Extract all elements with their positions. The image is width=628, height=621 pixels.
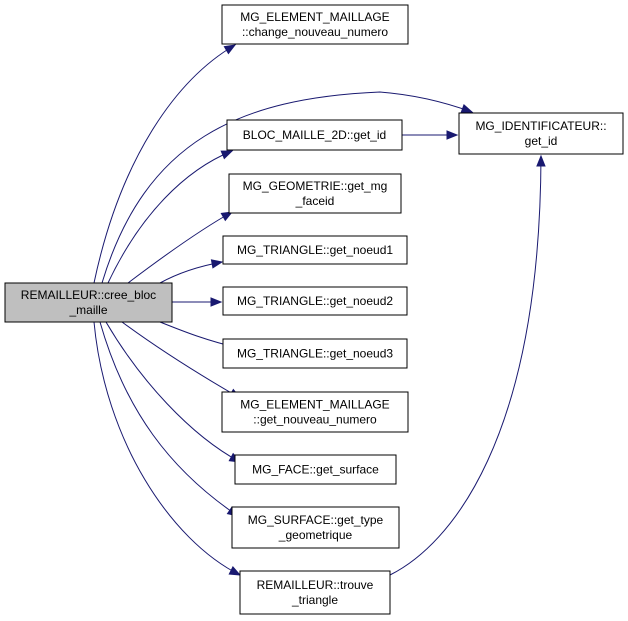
edge-remailleur-trouve-triangle-to-mg-identificateur-get-id bbox=[389, 154, 546, 576]
arrow-head-icon bbox=[223, 44, 237, 55]
node-box bbox=[4, 282, 173, 323]
node-remailleur-trouve-triangle[interactable]: REMAILLEUR::trouve_triangle bbox=[239, 570, 391, 615]
node-label-line: get_id bbox=[525, 134, 558, 148]
node-mg-triangle-get-noeud3[interactable]: MG_TRIANGLE::get_noeud3 bbox=[222, 338, 408, 369]
node-bloc-maille-2d-get-id[interactable]: BLOC_MAILLE_2D::get_id bbox=[226, 119, 403, 151]
node-mg-triangle-get-noeud1[interactable]: MG_TRIANGLE::get_noeud1 bbox=[222, 235, 408, 265]
node-box bbox=[222, 235, 408, 265]
arrow-head-icon bbox=[536, 154, 546, 167]
node-label-line: ::change_nouveau_numero bbox=[242, 25, 388, 39]
edge-line bbox=[389, 155, 542, 576]
node-box bbox=[458, 112, 624, 155]
node-label-line: MG_FACE::get_surface bbox=[252, 463, 379, 477]
node-mg-face-get-surface[interactable]: MG_FACE::get_surface bbox=[234, 454, 397, 485]
arrow-head-icon bbox=[220, 150, 234, 160]
node-label-line: MG_TRIANGLE::get_noeud3 bbox=[237, 347, 393, 361]
node-label-line: MG_GEOMETRIE::get_mg bbox=[243, 179, 388, 193]
edges-layer bbox=[93, 44, 546, 576]
edge-line bbox=[93, 321, 241, 576]
node-box bbox=[239, 570, 391, 615]
node-box bbox=[221, 391, 409, 433]
edge-line bbox=[101, 91, 473, 284]
arrow-head-icon bbox=[210, 259, 224, 269]
node-label-line: BLOC_MAILLE_2D::get_id bbox=[243, 128, 386, 142]
node-box bbox=[221, 4, 409, 45]
arrow-head-icon bbox=[210, 297, 223, 307]
edge-remailleur-cree-bloc-maille-to-mg-element-maillage-change-nouveau-numero bbox=[93, 44, 237, 284]
node-mg-identificateur-get-id[interactable]: MG_IDENTIFICATEUR::get_id bbox=[458, 112, 624, 155]
node-mg-element-maillage-change-nouveau-numero[interactable]: MG_ELEMENT_MAILLAGE::change_nouveau_nume… bbox=[221, 4, 409, 45]
node-label-line: MG_IDENTIFICATEUR:: bbox=[475, 119, 606, 133]
node-mg-surface-get-type-geometrique[interactable]: MG_SURFACE::get_type_geometrique bbox=[231, 506, 400, 549]
node-remailleur-cree-bloc-maille[interactable]: REMAILLEUR::cree_bloc_maille bbox=[4, 282, 173, 323]
node-box bbox=[228, 173, 402, 214]
node-label-line: MG_ELEMENT_MAILLAGE bbox=[240, 10, 389, 24]
edge-remailleur-cree-bloc-maille-to-remailleur-trouve-triangle bbox=[93, 321, 242, 576]
node-label-line: MG_SURFACE::get_type bbox=[248, 513, 384, 527]
arrow-head-icon bbox=[220, 211, 234, 222]
edge-remailleur-cree-bloc-maille-to-mg-triangle-get-noeud2 bbox=[172, 297, 223, 307]
arrow-head-icon bbox=[446, 130, 459, 140]
node-label-line: _geometrique bbox=[278, 528, 353, 542]
edge-line bbox=[127, 211, 233, 284]
node-label-line: MG_ELEMENT_MAILLAGE bbox=[240, 398, 389, 412]
edge-remailleur-cree-bloc-maille-to-bloc-maille-2d-get-id bbox=[107, 150, 234, 284]
arrow-head-icon bbox=[460, 103, 474, 113]
node-label-line: REMAILLEUR::cree_bloc bbox=[21, 288, 156, 302]
node-label-line: REMAILLEUR::trouve bbox=[257, 578, 374, 592]
edge-bloc-maille-2d-get-id-to-mg-identificateur-get-id bbox=[402, 130, 459, 140]
node-label-line: _maille bbox=[68, 303, 107, 317]
node-mg-triangle-get-noeud2[interactable]: MG_TRIANGLE::get_noeud2 bbox=[222, 286, 408, 316]
node-mg-geometrie-get-mg-faceid[interactable]: MG_GEOMETRIE::get_mg_faceid bbox=[228, 173, 402, 214]
edge-line bbox=[105, 321, 241, 463]
node-box bbox=[226, 119, 403, 151]
node-label-line: MG_TRIANGLE::get_noeud1 bbox=[237, 243, 393, 257]
node-box bbox=[234, 454, 397, 485]
node-label-line: _triangle bbox=[291, 593, 338, 607]
node-mg-element-maillage-get-nouveau-numero[interactable]: MG_ELEMENT_MAILLAGE::get_nouveau_numero bbox=[221, 391, 409, 433]
nodes-layer: REMAILLEUR::cree_bloc_mailleMG_ELEMENT_M… bbox=[4, 4, 624, 615]
edge-remailleur-cree-bloc-maille-to-mg-element-maillage-get-nouveau-numero bbox=[121, 321, 242, 399]
edge-remailleur-cree-bloc-maille-to-mg-triangle-get-noeud1 bbox=[159, 259, 224, 284]
node-box bbox=[222, 338, 408, 369]
node-box bbox=[222, 286, 408, 316]
edge-remailleur-cree-bloc-maille-to-mg-surface-get-type-geometrique bbox=[99, 321, 240, 517]
edge-line bbox=[93, 44, 236, 284]
edge-remailleur-cree-bloc-maille-to-mg-geometrie-get-mg-faceid bbox=[127, 211, 234, 284]
node-label-line: MG_TRIANGLE::get_noeud2 bbox=[237, 294, 393, 308]
edge-line bbox=[121, 321, 241, 399]
edge-remailleur-cree-bloc-maille-to-mg-identificateur-get-id bbox=[101, 91, 474, 284]
node-label-line: _faceid bbox=[295, 194, 335, 208]
node-box bbox=[231, 506, 400, 549]
node-label-line: ::get_nouveau_numero bbox=[253, 413, 377, 427]
arrow-head-icon bbox=[228, 566, 242, 576]
edge-line bbox=[99, 321, 239, 517]
edge-line bbox=[107, 150, 233, 284]
